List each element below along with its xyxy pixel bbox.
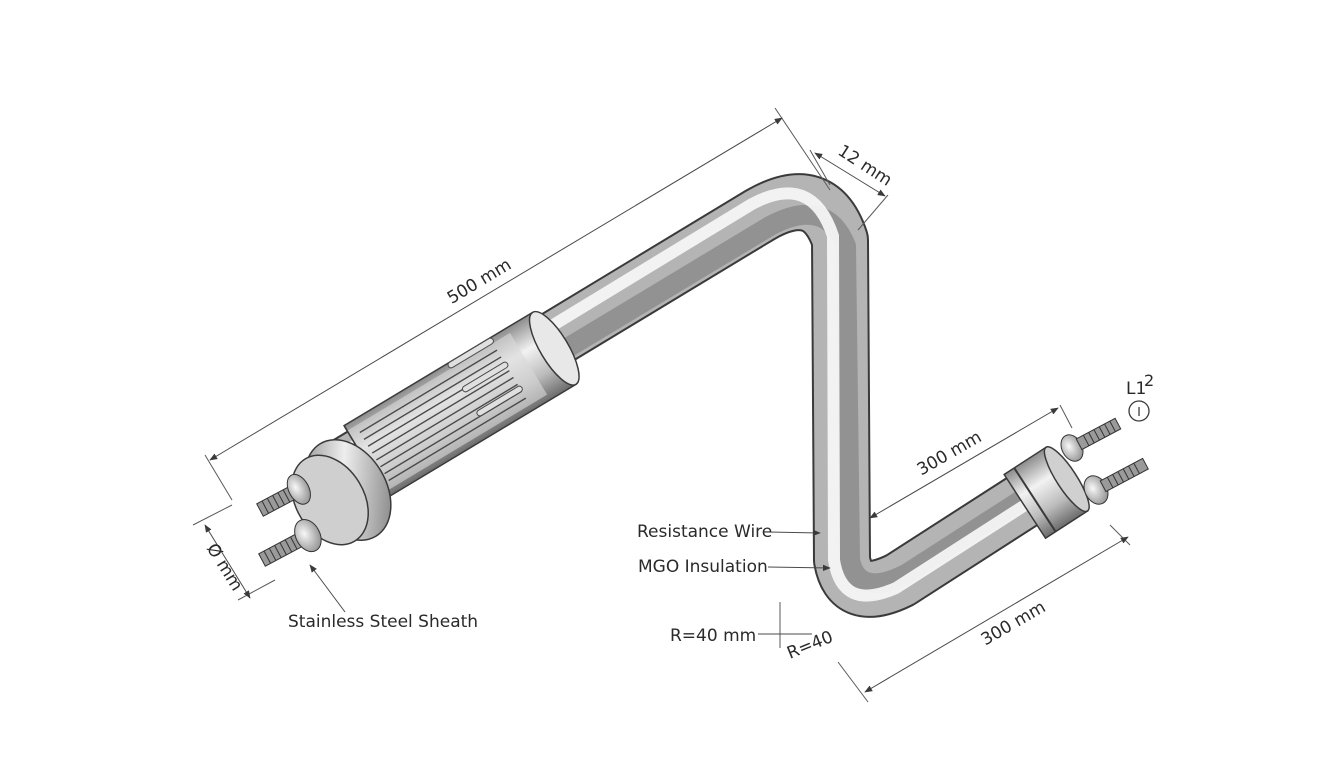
cutaway-section xyxy=(343,310,580,499)
right-upper-terminal-stud xyxy=(1060,417,1122,462)
dimension-diameter-left-label: Ø mm xyxy=(202,540,246,595)
dimension-500-label: 500 mm xyxy=(444,255,515,309)
callout-resistance-wire: Resistance Wire xyxy=(637,522,821,542)
label-resistance-wire: Resistance Wire xyxy=(637,522,772,542)
label-radius: R=40 mm xyxy=(670,626,756,646)
right-lower-terminal-stud xyxy=(1083,457,1149,505)
callout-radius: R=40 mm R=40 xyxy=(670,602,836,664)
dimension-500: 500 mm xyxy=(204,107,831,501)
callout-mgo-insulation: MGO Insulation xyxy=(638,557,831,577)
left-upper-terminal-stud xyxy=(256,473,311,517)
terminal-symbol: I xyxy=(1137,405,1141,419)
terminal-superscript: 2 xyxy=(1144,371,1154,390)
terminal-marking: L1 2 I xyxy=(1126,371,1154,422)
dimension-300-upper-label: 300 mm xyxy=(914,427,985,480)
terminal-symbol-circle xyxy=(1128,400,1150,422)
label-mgo-insulation: MGO Insulation xyxy=(638,557,768,577)
dimension-300-lower-label: 300 mm xyxy=(978,597,1049,650)
left-terminal-assembly xyxy=(256,438,392,567)
label-radius-short: R=40 xyxy=(784,627,836,663)
terminal-label: L1 xyxy=(1126,379,1146,399)
callout-sheath: Stainless Steel Sheath xyxy=(288,564,478,632)
label-stainless-steel-sheath: Stainless Steel Sheath xyxy=(288,612,478,632)
left-lower-terminal-stud xyxy=(258,519,322,567)
